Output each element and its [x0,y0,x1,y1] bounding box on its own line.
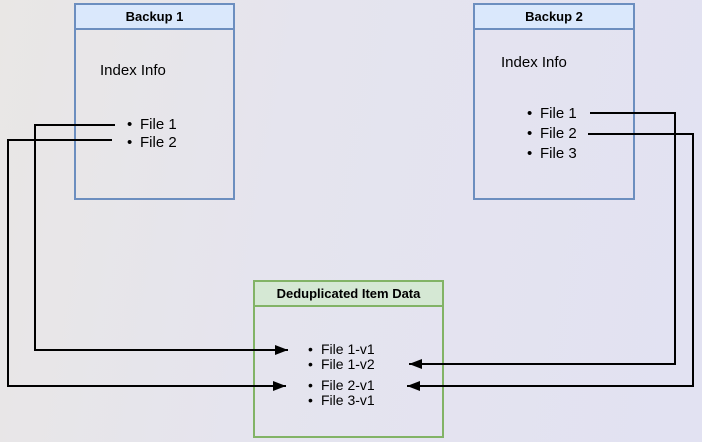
list-item: File 3-v1 [307,393,375,409]
list-item: File 1-v2 [307,357,375,373]
list-item: File 3 [526,144,577,164]
backup2-file-list: File 1File 2File 3 [526,104,577,164]
backup1-title: Backup 1 [76,5,233,30]
dedup-box: Deduplicated Item Data File 1-v1File 1-v… [253,280,444,438]
backup1-index-info-label: Index Info [100,62,166,79]
dedup-title: Deduplicated Item Data [255,282,442,307]
list-item: File 2 [126,134,177,152]
backup1-box: Backup 1 Index Info File 1File 2 [74,3,235,200]
backup2-title: Backup 2 [475,5,633,30]
list-item: File 1-v1 [307,342,375,358]
list-item: File 1 [526,104,577,124]
backup1-file-list: File 1File 2 [126,116,177,152]
dedup-item-list: File 1-v1File 1-v2File 2-v1File 3-v1 [307,342,375,409]
backup2-index-info-label: Index Info [501,54,567,71]
list-item: File 2-v1 [307,378,375,394]
backup2-box: Backup 2 Index Info File 1File 2File 3 [473,3,635,200]
list-item: File 1 [126,116,177,134]
list-item: File 2 [526,124,577,144]
